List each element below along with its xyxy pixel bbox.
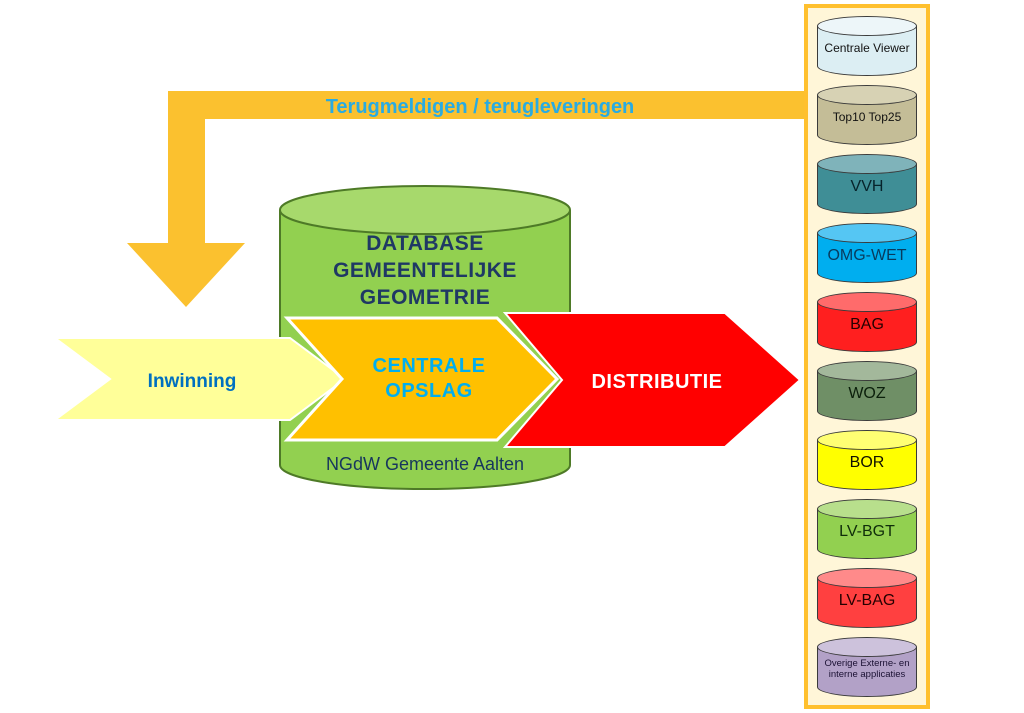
system-cylinder-label: BAG: [850, 316, 884, 334]
system-cylinder-label: Centrale Viewer: [824, 41, 910, 56]
system-cylinder: Top10 Top25: [817, 85, 917, 145]
system-cylinder: WOZ: [817, 361, 917, 421]
database-title-line-2: GEMEENTELIJKE: [333, 259, 517, 282]
system-cylinder-label: LV-BAG: [838, 592, 896, 610]
system-cylinder-label: WOZ: [848, 385, 886, 403]
system-cylinder-top-ellipse: [817, 16, 917, 36]
inwinning-arrow: [51, 337, 347, 421]
system-cylinder-top-ellipse: [817, 361, 917, 381]
system-cylinder-top-ellipse: [817, 85, 917, 105]
distributie-label: DISTRIBUTIE: [591, 371, 722, 393]
inwinning-label: Inwinning: [148, 371, 237, 392]
system-cylinder: LV-BGT: [817, 499, 917, 559]
system-cylinder-top-ellipse: [817, 430, 917, 450]
centrale-opslag-label-line-2: OPSLAG: [385, 380, 472, 402]
system-cylinder-label: Top10 Top25: [832, 110, 902, 125]
feedback-arrow-label: Terugmeldigen / terugleveringen: [326, 96, 635, 118]
system-cylinder-top-ellipse: [817, 292, 917, 312]
system-cylinder-label: Overige Externe- en interne applicaties: [824, 658, 910, 680]
system-cylinder: Centrale Viewer: [817, 16, 917, 76]
system-cylinder-label: BOR: [849, 454, 885, 472]
system-cylinder: LV-BAG: [817, 568, 917, 628]
distributie-arrow: [502, 312, 802, 448]
system-cylinder: OMG-WET: [817, 223, 917, 283]
system-cylinder: BAG: [817, 292, 917, 352]
systems-panel: Centrale Viewer Top10 Top25 VVH OMG-WET: [804, 4, 930, 709]
system-cylinder: VVH: [817, 154, 917, 214]
system-cylinder: Overige Externe- en interne applicaties: [817, 637, 917, 697]
system-cylinder-top-ellipse: [817, 154, 917, 174]
system-cylinder: BOR: [817, 430, 917, 490]
database-title-line-1: DATABASE: [366, 232, 484, 255]
database-title-line-3: GEOMETRIE: [360, 286, 491, 309]
database-cylinder-top: [279, 185, 571, 235]
system-cylinder-label: OMG-WET: [827, 247, 907, 265]
system-cylinder-top-ellipse: [817, 499, 917, 519]
system-cylinder-top-ellipse: [817, 568, 917, 588]
system-cylinder-top-ellipse: [817, 223, 917, 243]
system-cylinder-label: VVH: [850, 178, 884, 196]
system-cylinder-label: LV-BGT: [839, 523, 895, 541]
centrale-opslag-arrow: [283, 316, 560, 442]
system-cylinder-top-ellipse: [817, 637, 917, 657]
centrale-opslag-label-line-1: CENTRALE: [373, 355, 486, 377]
database-subtitle: NGdW Gemeente Aalten: [326, 454, 524, 474]
